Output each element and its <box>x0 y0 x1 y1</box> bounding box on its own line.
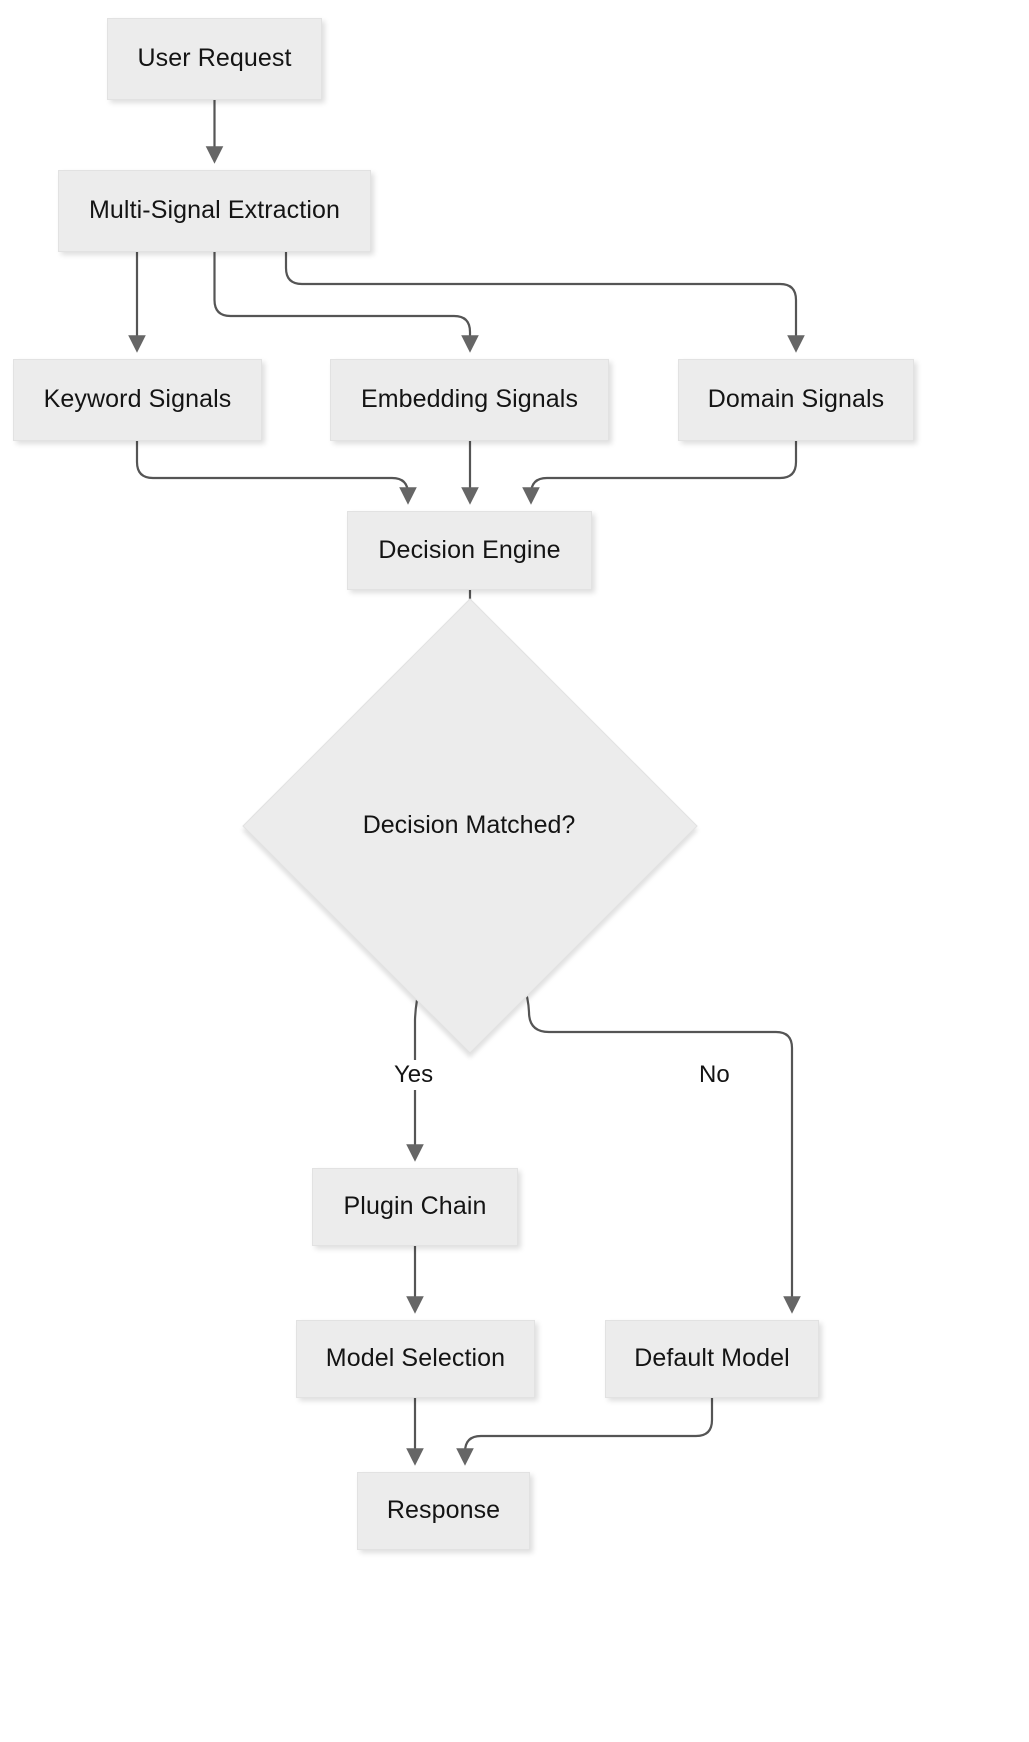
node-multi_signal[interactable]: Multi-Signal Extraction <box>58 170 371 252</box>
node-label-plugin_chain: Plugin Chain <box>343 1192 487 1221</box>
node-label-user_request: User Request <box>137 44 292 73</box>
node-embedding_signals[interactable]: Embedding Signals <box>330 359 609 441</box>
node-domain_signals[interactable]: Domain Signals <box>678 359 914 441</box>
node-plugin_chain[interactable]: Plugin Chain <box>312 1168 518 1246</box>
node-label-multi_signal: Multi-Signal Extraction <box>88 196 340 225</box>
edge-multi_signal-to-domain_signals <box>284 250 805 353</box>
node-label-model_selection: Model Selection <box>325 1344 506 1373</box>
node-label-decision_engine: Decision Engine <box>378 535 561 564</box>
edge-domain_signals-to-decision_engine <box>522 439 798 505</box>
node-response[interactable]: Response <box>357 1472 530 1550</box>
node-label-decision_matched: Decision Matched? <box>362 810 576 839</box>
node-label-domain_signals: Domain Signals <box>707 385 885 414</box>
edge-default_model-to-response <box>456 1396 714 1466</box>
node-label-embedding_signals: Embedding Signals <box>360 385 579 414</box>
edge-keyword_signals-to-decision_engine <box>135 439 417 505</box>
node-decision_engine[interactable]: Decision Engine <box>347 511 592 590</box>
edge-label-no: No <box>694 1060 735 1090</box>
node-keyword_signals[interactable]: Keyword Signals <box>13 359 262 441</box>
node-decision_matched[interactable]: Decision Matched? <box>242 598 698 1054</box>
edge-decision_matched-to-default_model <box>506 946 801 1314</box>
node-label-response: Response <box>386 1496 501 1525</box>
node-user_request[interactable]: User Request <box>107 18 322 100</box>
node-label-keyword_signals: Keyword Signals <box>43 385 232 414</box>
edge-multi_signal-to-embedding_signals <box>213 250 479 353</box>
edge-label-yes: Yes <box>389 1060 439 1090</box>
node-model_selection[interactable]: Model Selection <box>296 1320 535 1398</box>
node-label-default_model: Default Model <box>634 1344 790 1373</box>
node-default_model[interactable]: Default Model <box>605 1320 819 1398</box>
